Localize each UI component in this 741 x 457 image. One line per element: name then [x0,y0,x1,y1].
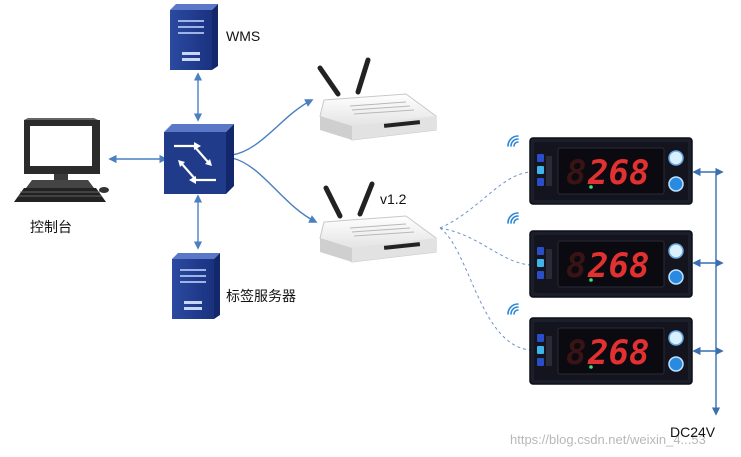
display-value: 268 [587,333,649,373]
wireless-link-display-1 [439,171,531,229]
wms-label: WMS [226,28,261,44]
led-display-2: 8 268 [529,230,693,298]
server-tower-icon [170,4,218,70]
display-button-top[interactable] [668,330,684,346]
label-server-label: 标签服务器 [226,288,296,304]
desktop-pc-icon [14,118,109,202]
power-label: DC24V [670,424,716,440]
display-button-top[interactable] [668,150,684,166]
server-tower-icon [172,253,220,319]
connector-switch-router-bottom [231,157,318,223]
led-display-3: 8 268 [529,317,693,385]
svg-text:8: 8 [566,333,586,373]
display-value: 268 [587,153,649,193]
wireless-link-display-3 [439,227,531,351]
display-button-bottom[interactable] [668,176,684,192]
wifi-router-icon [317,57,437,141]
status-led-strip [537,334,552,366]
wireless-links [439,171,531,351]
wireless-link-display-2 [439,227,531,266]
display-button-top[interactable] [668,243,684,259]
svg-text:8: 8 [566,246,586,286]
wifi-signal-icon [507,303,519,315]
wifi-signal-icon [507,212,519,224]
display-value: 268 [587,246,649,286]
connector-switch-router-top [231,99,314,156]
wifi-signal-icon [507,135,519,147]
status-led-strip [537,154,552,186]
led-display-1: 8 268 [529,137,693,205]
watermark: https://blog.csdn.net/weixin_4...53 [510,432,706,447]
console-label: 控制台 [30,219,72,235]
wifi-router-icon [319,181,437,263]
connectors [108,72,318,250]
status-led-strip [537,247,552,279]
display-button-bottom[interactable] [668,269,684,285]
svg-text:8: 8 [566,153,586,193]
router-version-label: v1.2 [380,191,407,207]
display-button-bottom[interactable] [668,356,684,372]
network-switch-icon [164,124,234,194]
power-bus [692,167,724,416]
